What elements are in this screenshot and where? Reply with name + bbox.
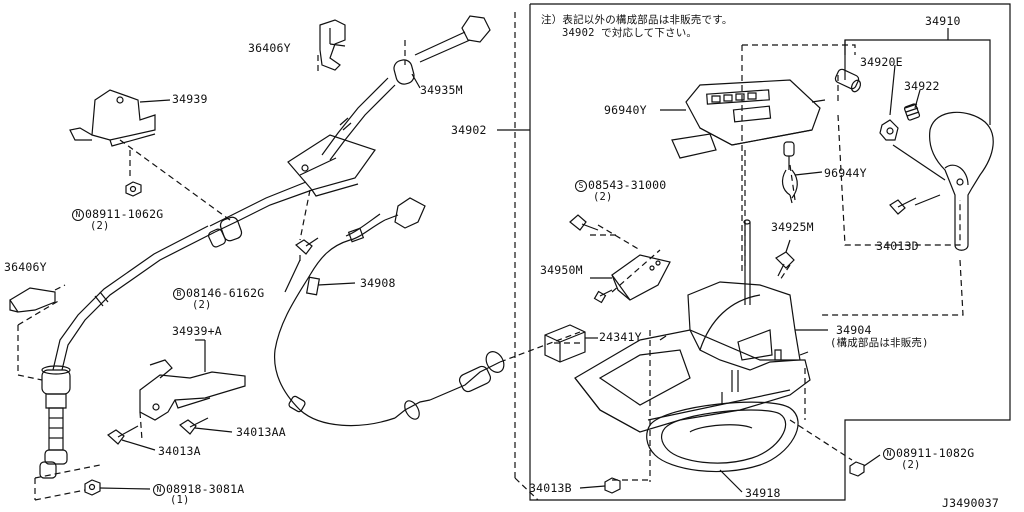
label-34939a: 34939+A: [172, 324, 222, 338]
nut-08911-1082g: [850, 462, 864, 476]
code-08146: 08146-6162G: [186, 286, 265, 300]
sleeve-34920e: [834, 68, 862, 93]
solenoid-34950m: [595, 255, 670, 302]
prefix-n-circle: N: [883, 448, 895, 460]
label-34902: 34902: [451, 123, 487, 137]
cable-end-left: [40, 366, 70, 478]
prefix-n-circle: N: [72, 209, 84, 221]
label-34908: 34908: [360, 276, 396, 290]
label-34950m: 34950M: [540, 263, 583, 277]
label-34910: 34910: [925, 14, 961, 28]
leader-lines: [100, 44, 880, 492]
code-08911-1062g: 08911-1062G: [85, 207, 164, 221]
dashed-guide-lines: [515, 12, 963, 500]
qty-08911-1062g: (2): [90, 220, 110, 232]
bolt-34013a: [108, 426, 138, 444]
note-line-2: 34902 で対応して下さい。: [562, 27, 698, 39]
selector-cable-34935m: [322, 16, 490, 160]
cable-bracket-center: [288, 135, 375, 196]
assembly-34902-frame: [497, 4, 1010, 500]
label-34920e: 34920E: [860, 55, 903, 69]
connector-24341y: [545, 325, 585, 362]
label-96940y: 96940Y: [604, 103, 647, 117]
label-24341y: 24341Y: [599, 330, 642, 344]
code-08543: 08543-31000: [588, 178, 667, 192]
label-34918: 34918: [745, 486, 781, 500]
bulb-96944y: [783, 142, 798, 203]
shift-cable-main: [53, 182, 312, 370]
clip-36406y-top: [320, 20, 345, 70]
label-34939: 34939: [172, 92, 208, 106]
gasket-34918: [647, 402, 798, 471]
ref-code: J3490037: [942, 496, 999, 510]
label-34013b: 34013B: [529, 481, 572, 495]
screw-34013d: [890, 198, 916, 214]
knob-retainer: [880, 120, 898, 140]
label-34922: 34922: [904, 79, 940, 93]
label-96944y: 96944Y: [824, 166, 867, 180]
note-line-1: 注）表記以外の構成部品は非販売です。: [541, 14, 733, 26]
indicator-panel: [672, 80, 825, 158]
prefix-s-circle: S: [575, 180, 587, 192]
bracket-34939: [70, 90, 155, 146]
prefix-b-circle: B: [173, 288, 185, 300]
code-08911-1082g: 08911-1082G: [896, 446, 975, 460]
label-36406y-left: 36406Y: [4, 260, 47, 274]
bolt-08146: [296, 238, 318, 254]
qty-08146: (2): [192, 299, 212, 311]
prefix-n-circle: N: [153, 484, 165, 496]
harness-34908: [275, 198, 508, 426]
label-34013a: 34013A: [158, 444, 201, 458]
code-08918: 08918-3081A: [166, 482, 245, 496]
label-34904: 34904: [836, 323, 872, 337]
label-34904-sub: (構成部品は非販売): [830, 337, 929, 349]
label-34013aa: 34013AA: [236, 425, 286, 439]
label-34925m: 34925M: [771, 220, 814, 234]
screw-08543: [570, 215, 598, 230]
dashed-lines-left: [18, 40, 580, 500]
shifter-base: [575, 220, 810, 432]
nut-08911-1062g: [126, 182, 141, 196]
bracket-34939a: [140, 360, 245, 420]
spring-34922: [904, 103, 920, 120]
nut-08918: [85, 480, 100, 495]
label-36406y-top: 36406Y: [248, 41, 291, 55]
bracket-34910: [845, 28, 990, 205]
qty-08543: (2): [593, 191, 613, 203]
qty-08911-1082g: (2): [901, 459, 921, 471]
bolt-34013aa: [180, 418, 208, 434]
label-34013d: 34013D: [876, 239, 919, 253]
qty-08918: (1): [170, 494, 190, 506]
shift-knob: [930, 112, 994, 250]
label-34935m: 34935M: [420, 83, 463, 97]
screw-34925m: [776, 252, 794, 276]
clip-36406y-left: [10, 288, 55, 312]
nut-34013b: [605, 478, 620, 493]
